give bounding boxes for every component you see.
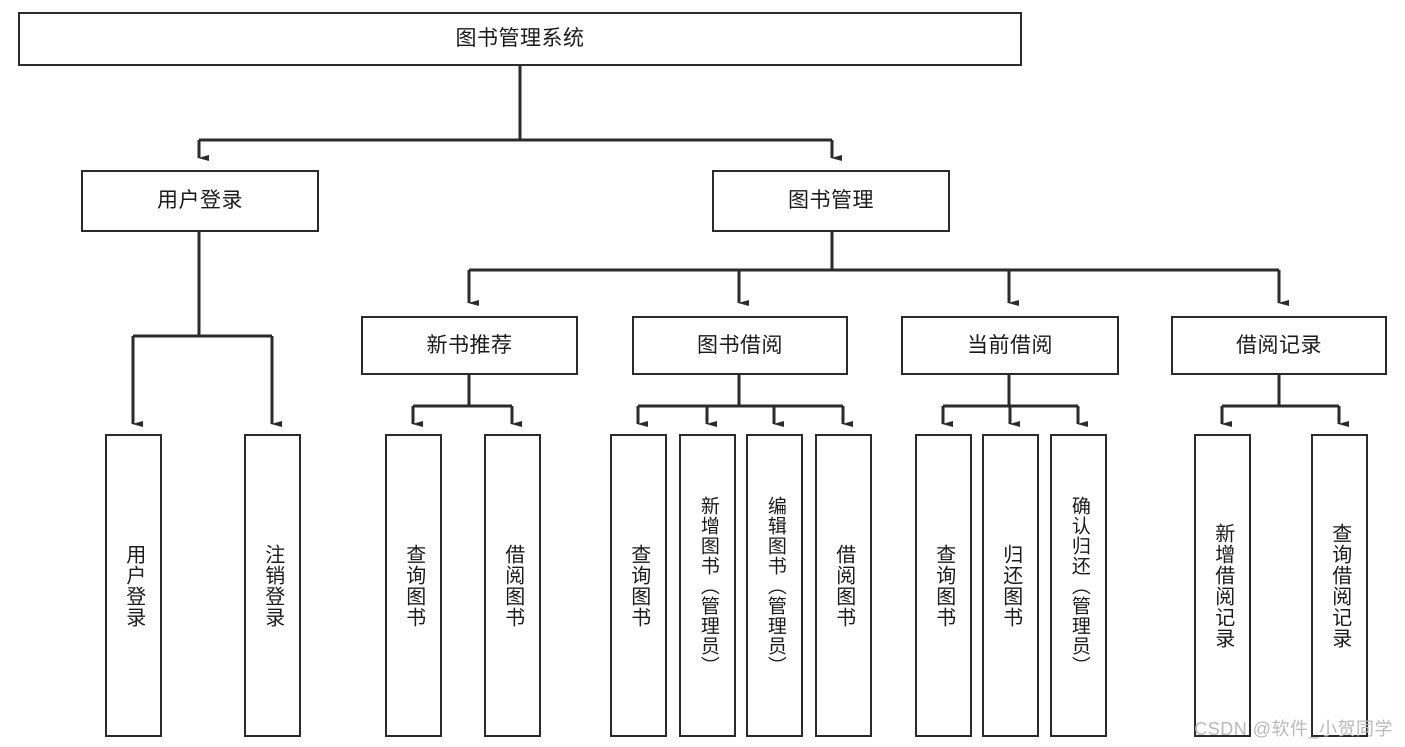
leaf-confirm-return-admin[interactable]: 确认归还（管理员）	[1050, 434, 1107, 737]
leaf-add-borrow-record[interactable]: 新增借阅记录	[1194, 434, 1251, 737]
node-book-borrow[interactable]: 图书借阅	[632, 316, 848, 375]
leaf-query-books-current[interactable]: 查询图书	[915, 434, 972, 737]
leaf-return-books[interactable]: 归还图书	[982, 434, 1039, 737]
leaf-logout-label: 注销登录	[261, 543, 284, 628]
leaf-user-login-label: 用户登录	[122, 543, 145, 628]
node-book-borrow-label: 图书借阅	[697, 333, 783, 357]
node-current-borrow-label: 当前借阅	[967, 333, 1053, 357]
leaf-borrow-books-new-label: 借阅图书	[501, 543, 524, 628]
leaf-logout[interactable]: 注销登录	[244, 434, 301, 737]
leaf-add-book-admin-label: 新增图书（管理员）	[697, 495, 719, 676]
node-borrow-records-label: 借阅记录	[1236, 333, 1322, 357]
node-user-login[interactable]: 用户登录	[81, 170, 319, 232]
leaf-borrow-books[interactable]: 借阅图书	[815, 434, 872, 737]
node-user-login-label: 用户登录	[157, 189, 243, 213]
node-book-management-label: 图书管理	[788, 189, 874, 213]
leaf-add-book-admin[interactable]: 新增图书（管理员）	[679, 434, 736, 737]
node-new-book-recommend-label: 新书推荐	[426, 333, 513, 357]
node-borrow-records[interactable]: 借阅记录	[1171, 316, 1387, 375]
leaf-user-login[interactable]: 用户登录	[105, 434, 162, 737]
leaf-confirm-return-admin-label: 确认归还（管理员）	[1068, 495, 1090, 676]
leaf-query-books-current-label: 查询图书	[932, 543, 955, 628]
leaf-edit-book-admin[interactable]: 编辑图书（管理员）	[746, 434, 803, 737]
leaf-query-books-borrow-label: 查询图书	[627, 543, 650, 628]
leaf-query-books-borrow[interactable]: 查询图书	[610, 434, 667, 737]
leaf-return-books-label: 归还图书	[999, 543, 1022, 628]
leaf-query-borrow-record-label: 查询借阅记录	[1328, 522, 1351, 649]
node-root[interactable]: 图书管理系统	[18, 12, 1022, 66]
node-current-borrow[interactable]: 当前借阅	[901, 316, 1119, 375]
leaf-add-borrow-record-label: 新增借阅记录	[1211, 522, 1234, 649]
leaf-borrow-books-label: 借阅图书	[832, 543, 855, 628]
leaf-query-books-new-label: 查询图书	[402, 543, 425, 628]
node-root-label: 图书管理系统	[455, 27, 585, 51]
node-new-book-recommend[interactable]: 新书推荐	[361, 316, 578, 375]
leaf-query-books-new[interactable]: 查询图书	[385, 434, 442, 737]
leaf-edit-book-admin-label: 编辑图书（管理员）	[764, 495, 786, 676]
leaf-query-borrow-record[interactable]: 查询借阅记录	[1311, 434, 1368, 737]
node-book-management[interactable]: 图书管理	[712, 170, 950, 232]
leaf-borrow-books-new[interactable]: 借阅图书	[484, 434, 541, 737]
csdn-watermark: CSDN @软件_小贺同学	[1194, 719, 1393, 739]
